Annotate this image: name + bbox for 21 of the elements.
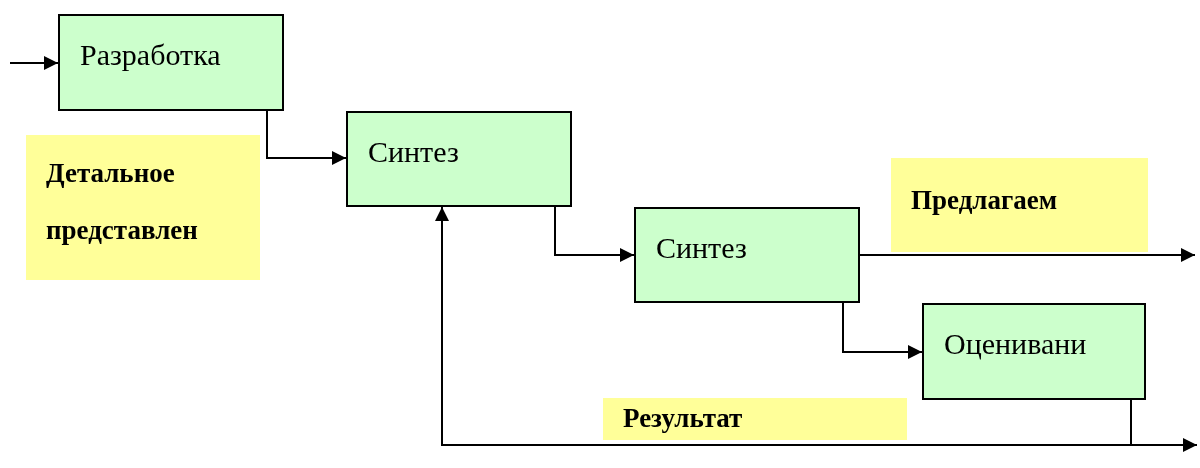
arrow: [842, 302, 923, 359]
process-label: Синтез: [655, 230, 747, 265]
note-text: Предлагаем: [910, 184, 1059, 217]
process-box: [346, 111, 572, 207]
arrow: [9, 56, 59, 70]
arrow: [1130, 399, 1198, 452]
process-label: Оценивани: [943, 326, 1087, 361]
process-box: [634, 207, 860, 303]
arrow: [859, 248, 1196, 262]
process-label: Синтез: [367, 134, 459, 169]
arrow: [435, 206, 1132, 446]
note-text: Детальное представлен: [45, 157, 199, 247]
process-label: Разработка: [79, 37, 221, 72]
process-box: [922, 303, 1146, 400]
process-box: [58, 14, 284, 111]
note-box: [891, 158, 1148, 252]
note-box: [26, 135, 260, 280]
note-text: Результат: [622, 402, 744, 436]
arrow: [554, 206, 635, 262]
note-box: [603, 398, 907, 440]
arrow: [266, 110, 347, 165]
